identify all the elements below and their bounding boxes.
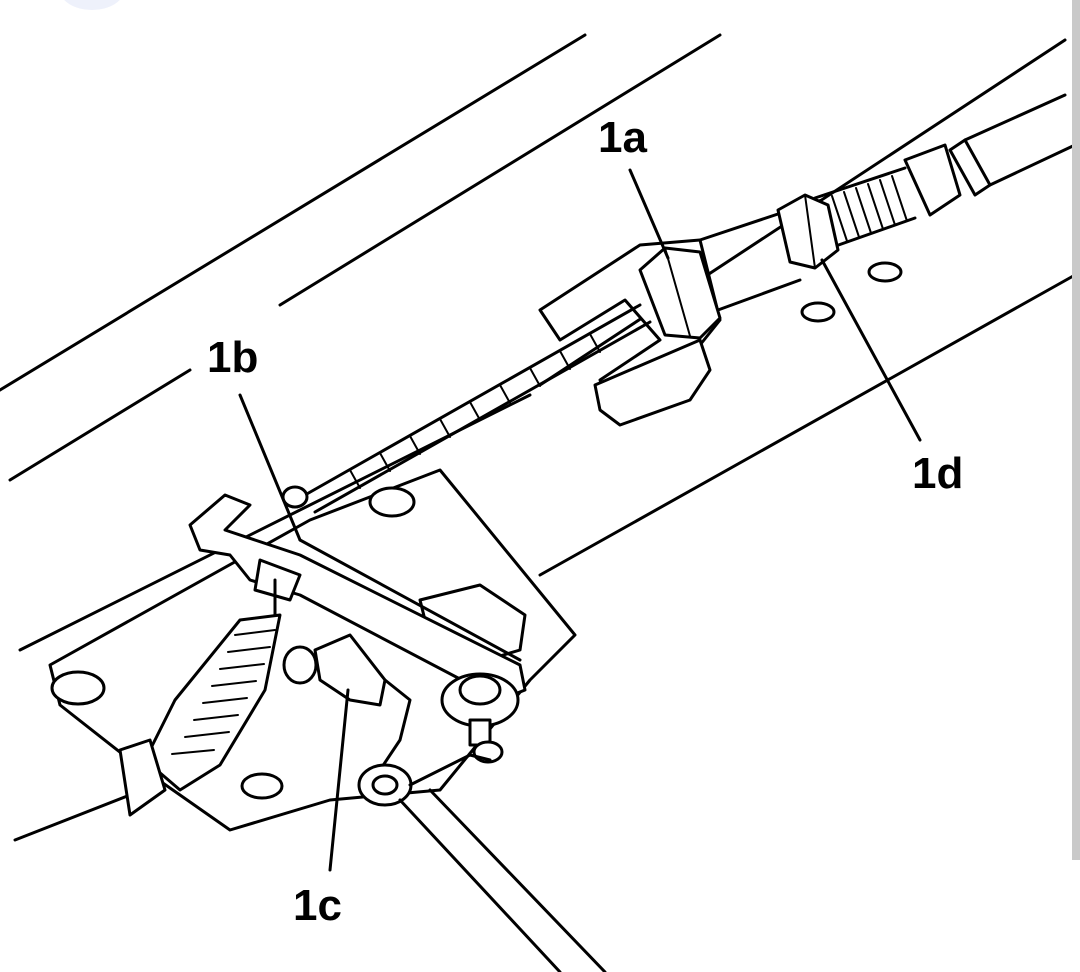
- leader-lines: [238, 168, 922, 872]
- return-spring: [118, 578, 282, 817]
- lock-nut-1d: [776, 193, 840, 270]
- leader-1d: [820, 258, 922, 442]
- label-1a: 1a: [598, 113, 647, 162]
- label-1b: 1b: [207, 333, 258, 382]
- threaded-rod: [281, 303, 652, 514]
- label-1d: 1d: [912, 449, 963, 498]
- leader-1b: [238, 393, 302, 542]
- corner-artifact: [60, 0, 124, 10]
- label-1c: 1c: [293, 881, 342, 930]
- leader-1c: [328, 688, 350, 872]
- clip-1c: [282, 633, 412, 772]
- pivot-bolt: [357, 672, 520, 807]
- cable-adjuster-bracket: [538, 238, 903, 427]
- brake-lever-1b: [188, 493, 527, 702]
- scan-edge-bar: [1072, 0, 1080, 860]
- brake-cable: [698, 93, 1077, 312]
- lower-rod: [398, 753, 607, 972]
- leader-1a: [628, 168, 670, 260]
